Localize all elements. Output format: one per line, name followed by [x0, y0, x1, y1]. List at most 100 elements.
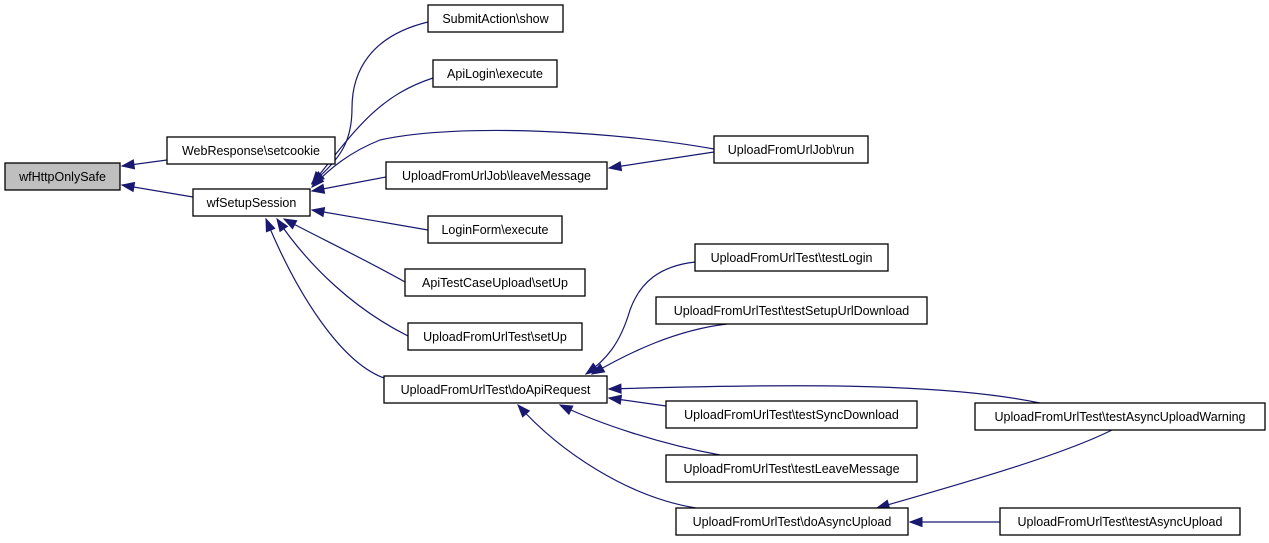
edge-line	[559, 404, 721, 456]
node-box[interactable]	[675, 507, 909, 536]
node-webresponse[interactable]: WebResponse\setcookie	[166, 136, 336, 165]
edge-leavemessage-to-setupsession	[310, 176, 387, 194]
node-box[interactable]	[427, 215, 563, 244]
edge-arrowhead	[120, 181, 136, 193]
edge-line	[311, 209, 429, 231]
node-testleave[interactable]: UploadFromUrlTest\testLeaveMessage	[665, 454, 918, 483]
edge-arrowhead	[517, 403, 531, 418]
edge-setupsession-to-root	[120, 181, 194, 198]
edge-arrowhead	[265, 217, 276, 233]
edge-arrowhead	[310, 206, 326, 218]
node-testlogin[interactable]: UploadFromUrlTest\testLogin	[694, 243, 889, 272]
edge-line	[311, 129, 715, 188]
node-leavemessage[interactable]: UploadFromUrlJob\leaveMessage	[385, 161, 608, 190]
edge-webresponse-to-root	[120, 159, 168, 170]
edge-arrowhead	[558, 404, 574, 416]
node-testsetupurl[interactable]: UploadFromUrlTest\testSetupUrlDownload	[655, 296, 928, 325]
node-box[interactable]	[665, 400, 918, 429]
edge-doapi-to-setupsession	[265, 217, 385, 379]
node-box[interactable]	[974, 402, 1266, 431]
node-box[interactable]	[713, 135, 869, 164]
edge-testleave-to-doapi	[558, 404, 721, 456]
node-apilogin[interactable]: ApiLogin\execute	[432, 59, 558, 88]
node-box[interactable]	[166, 136, 336, 165]
node-label: ApiTestCaseUpload\setUp	[422, 276, 568, 290]
node-label: UploadFromUrlTest\testLogin	[711, 251, 873, 265]
node-box[interactable]	[427, 4, 564, 33]
edge-testsync-to-doapi	[607, 394, 667, 407]
edge-arrowhead	[607, 383, 622, 394]
edge-arrowhead	[908, 516, 923, 528]
node-apitestcase[interactable]: ApiTestCaseUpload\setUp	[404, 268, 586, 297]
node-label: SubmitAction\show	[442, 12, 549, 26]
edge-line	[276, 218, 409, 337]
node-box[interactable]	[404, 268, 586, 297]
node-testsync[interactable]: UploadFromUrlTest\testSyncDownload	[665, 400, 918, 429]
node-testasyncwarn[interactable]: UploadFromUrlTest\testAsyncUploadWarning	[974, 402, 1266, 431]
node-label: UploadFromUrlTest\testSyncDownload	[684, 408, 899, 422]
edge-line	[265, 218, 385, 379]
node-label: UploadFromUrlTest\doAsyncUpload	[693, 515, 892, 529]
edge-line	[591, 323, 728, 375]
node-label: ApiLogin\execute	[447, 67, 543, 81]
edge-arrowhead	[276, 217, 289, 233]
edge-testasync-to-doasync	[908, 516, 1000, 528]
node-box[interactable]	[655, 296, 928, 325]
edge-testsetupurl-to-doapi	[590, 323, 728, 375]
node-jobrun[interactable]: UploadFromUrlJob\run	[713, 135, 869, 164]
edge-apitestcase-to-setupsession	[282, 218, 406, 283]
node-label: wfSetupSession	[206, 196, 297, 210]
edge-arrowhead	[310, 183, 326, 194]
node-label: wfHttpOnlySafe	[18, 170, 106, 184]
node-testasync[interactable]: UploadFromUrlTest\testAsyncUpload	[999, 507, 1241, 536]
edge-line	[876, 429, 1113, 509]
node-label: UploadFromUrlTest\testAsyncUpload	[1018, 515, 1223, 529]
node-box[interactable]	[432, 59, 558, 88]
node-box[interactable]	[407, 322, 583, 351]
node-box[interactable]	[999, 507, 1241, 536]
edge-arrowhead	[590, 363, 606, 375]
node-box[interactable]	[4, 162, 121, 191]
node-label: WebResponse\setcookie	[182, 144, 320, 158]
node-box[interactable]	[665, 454, 918, 483]
node-doasync[interactable]: UploadFromUrlTest\doAsyncUpload	[675, 507, 909, 536]
node-submitaction[interactable]: SubmitAction\show	[427, 4, 564, 33]
edge-arrowhead	[120, 159, 136, 170]
node-box[interactable]	[192, 188, 311, 217]
edge-jobrun-to-setupsession	[311, 129, 715, 189]
node-label: UploadFromUrlTest\testAsyncUploadWarning	[994, 410, 1245, 424]
nodes-layer: wfHttpOnlySafe WebResponse\setcookie wfSet…	[4, 4, 1266, 536]
node-label: LoginForm\execute	[441, 223, 548, 237]
edge-arrowhead	[607, 160, 623, 172]
edge-arrowhead	[311, 174, 325, 189]
edge-line	[608, 385, 1041, 404]
edge-jobrun-to-leavemessage	[607, 151, 715, 172]
node-loginform[interactable]: LoginForm\execute	[427, 215, 563, 244]
node-box[interactable]	[383, 375, 608, 404]
node-box[interactable]	[694, 243, 889, 272]
edge-doasync-to-doapi	[517, 403, 697, 509]
edge-line	[517, 404, 697, 509]
edge-arrowhead	[607, 394, 623, 405]
node-label: UploadFromUrlTest\setUp	[423, 330, 567, 344]
node-label: UploadFromUrlTest\testLeaveMessage	[683, 462, 899, 476]
node-box[interactable]	[385, 161, 608, 190]
node-label: UploadFromUrlJob\leaveMessage	[402, 169, 591, 183]
node-setupsession[interactable]: wfSetupSession	[192, 188, 311, 217]
edges-layer	[120, 21, 1113, 528]
edge-line	[311, 77, 434, 185]
node-label: UploadFromUrlJob\run	[728, 143, 854, 157]
edge-arrowhead	[282, 218, 298, 230]
edge-line	[283, 218, 406, 283]
node-testsetup[interactable]: UploadFromUrlTest\setUp	[407, 322, 583, 351]
edge-loginform-to-setupsession	[310, 206, 429, 231]
edge-line	[585, 261, 696, 375]
node-label: UploadFromUrlTest\doApiRequest	[401, 383, 591, 397]
edge-testasyncwarn-to-doapi	[607, 383, 1041, 404]
edge-line	[608, 151, 715, 169]
node-root[interactable]: wfHttpOnlySafe	[4, 162, 121, 191]
edge-testsetup-to-setupsession	[276, 217, 409, 337]
node-label: UploadFromUrlTest\testSetupUrlDownload	[674, 304, 910, 318]
node-doapi[interactable]: UploadFromUrlTest\doApiRequest	[383, 375, 608, 404]
